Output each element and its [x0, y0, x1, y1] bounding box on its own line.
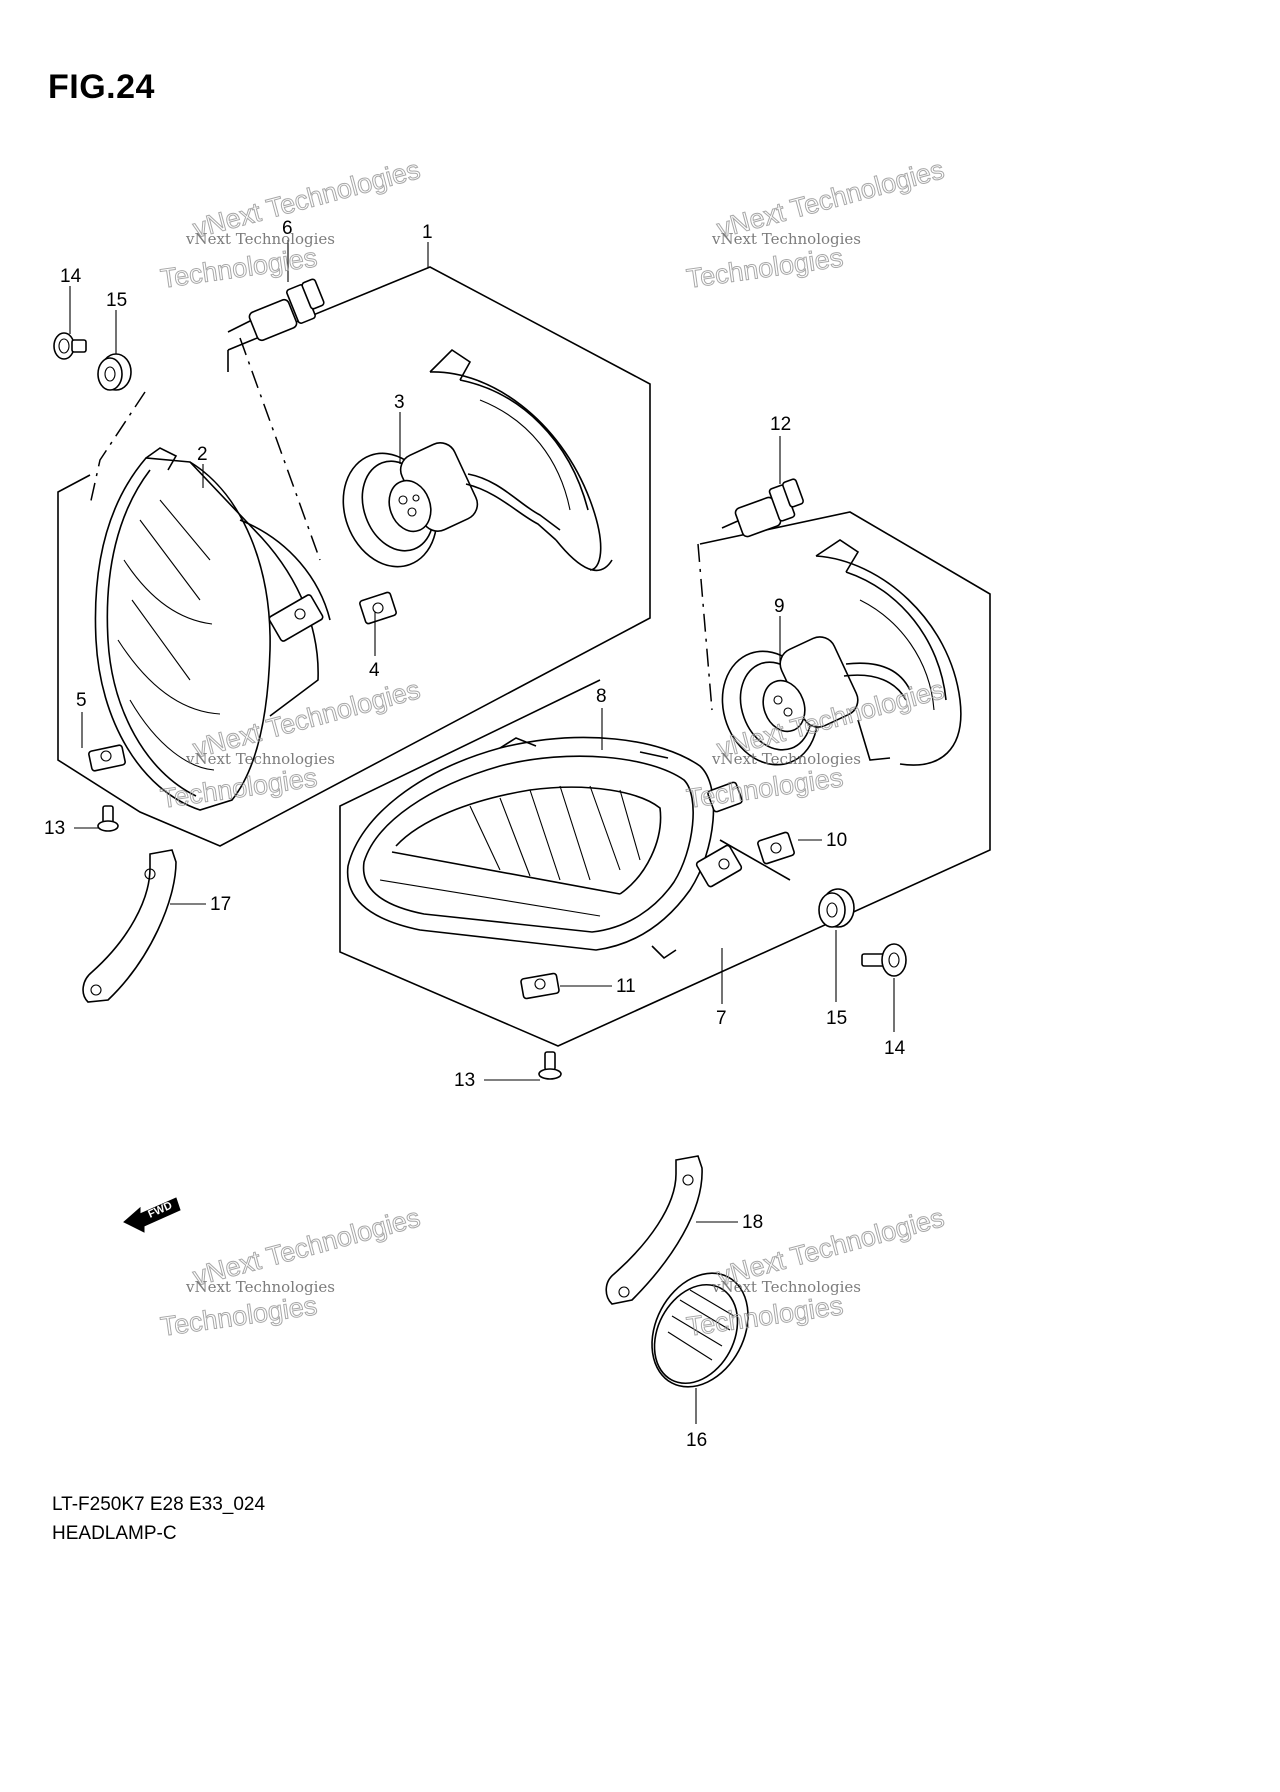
- watermark-top-right: vNext Technologies vNext Technologies Te…: [684, 154, 948, 295]
- bracket-18: [605, 1155, 703, 1305]
- clip-4: [359, 591, 397, 625]
- assembly-1-boundary: [57, 266, 651, 847]
- callout-14-upper: 14: [60, 266, 82, 287]
- figure-title: FIG.24: [48, 68, 155, 106]
- grommet-15: [97, 353, 132, 391]
- headlamp-housing-2: [94, 447, 331, 811]
- svg-text:vNext Technologies: vNext Technologies: [185, 750, 335, 768]
- clip-10: [757, 831, 795, 865]
- callout-13-lower: 13: [454, 1070, 475, 1091]
- screw-13-upper: [97, 805, 119, 832]
- clip-nut-5: [88, 744, 126, 772]
- svg-text:Technologies: Technologies: [685, 762, 845, 814]
- callout-15-lower: 15: [826, 1008, 847, 1029]
- model-code-caption: LT-F250K7 E28 E33_024: [52, 1494, 266, 1515]
- callout-12: 12: [770, 414, 791, 435]
- watermark-bottom-left: vNext Technologies vNext Technologies Te…: [158, 1202, 424, 1343]
- callout-14-lower: 14: [884, 1038, 906, 1059]
- callout-11: 11: [616, 976, 636, 997]
- dashed-leader: [697, 543, 713, 711]
- callout-3: 3: [394, 392, 405, 413]
- callout-18: 18: [742, 1212, 763, 1233]
- screw-14-lower: [861, 943, 907, 977]
- dashed-leader: [239, 337, 321, 561]
- callout-13-upper: 13: [44, 818, 65, 839]
- headlamp-housing-8: [346, 736, 743, 960]
- callout-16: 16: [686, 1430, 707, 1451]
- bracket-17: [82, 849, 177, 1003]
- callout-7: 7: [716, 1008, 727, 1029]
- screw-14: [53, 332, 87, 360]
- reflector-16: [651, 1272, 749, 1388]
- dashed-leader: [89, 391, 146, 506]
- callout-8: 8: [596, 686, 607, 707]
- callout-9: 9: [774, 596, 785, 617]
- bulb-12: [721, 478, 804, 538]
- callout-2: 2: [197, 444, 208, 465]
- assembly-7-boundary: [339, 511, 991, 1047]
- svg-text:vNext Technologies: vNext Technologies: [185, 1278, 335, 1296]
- svg-text:vNext Technologies: vNext Technologies: [711, 230, 861, 248]
- svg-text:Technologies: Technologies: [159, 1290, 319, 1342]
- callout-5: 5: [76, 690, 87, 711]
- socket-cover-3: [342, 348, 613, 572]
- callout-17: 17: [210, 894, 231, 915]
- watermark-bottom-right: vNext Technologies vNext Technologies Te…: [684, 1202, 948, 1343]
- svg-text:vNext Technologies: vNext Technologies: [185, 230, 335, 248]
- socket-cover-9: [721, 539, 962, 766]
- forward-arrow-icon: FWD: [123, 1197, 181, 1233]
- figure-name-caption: HEADLAMP-C: [52, 1523, 177, 1544]
- screw-13-lower: [538, 1051, 562, 1080]
- bulb-6: [227, 278, 325, 342]
- svg-text:vNext Technologies: vNext Technologies: [711, 750, 861, 768]
- callout-6: 6: [282, 218, 293, 239]
- svg-text:vNext Technologies: vNext Technologies: [711, 1278, 861, 1296]
- grommet-15-lower: [818, 888, 855, 928]
- callout-4: 4: [369, 660, 380, 681]
- svg-text:Technologies: Technologies: [685, 242, 845, 294]
- callout-10: 10: [826, 830, 847, 851]
- leader-line: [719, 839, 791, 881]
- callout-15-upper: 15: [106, 290, 127, 311]
- callout-leaders: [69, 240, 895, 1424]
- callout-1: 1: [422, 222, 433, 243]
- clip-nut-11: [520, 972, 560, 1000]
